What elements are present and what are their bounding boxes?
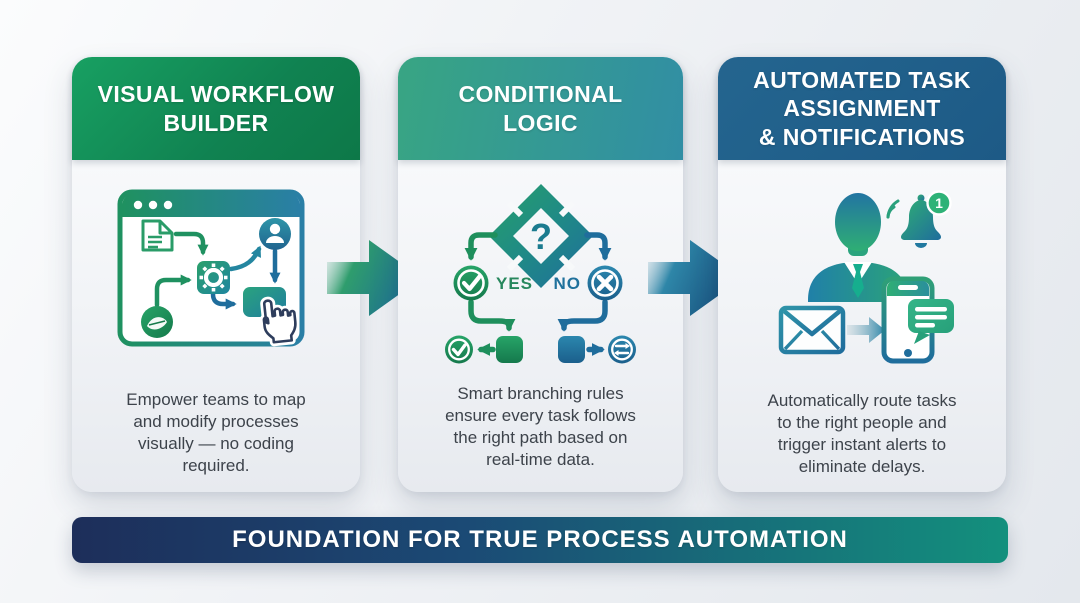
forward-arrow-icon [846, 317, 885, 343]
card2-header: CONDITIONAL LOGIC [398, 57, 683, 160]
task-node-green [495, 336, 523, 363]
card3-header: AUTOMATED TASK ASSIGNMENT & NOTIFICATION… [718, 57, 1006, 160]
card-conditional-logic: CONDITIONAL LOGIC [398, 57, 683, 492]
card3-illustration: 1 [718, 178, 1006, 383]
document-icon [141, 219, 174, 252]
card2-desc-line: ensure every task follows [445, 406, 636, 425]
footer-label: FOUNDATION FOR TRUE PROCESS AUTOMATION [232, 526, 848, 553]
decision-logic-icon: ? YES [444, 184, 636, 364]
gear-node [197, 261, 230, 294]
flow-arrow-right-1 [327, 240, 422, 316]
card3-description: Automatically route tasks to the right p… [718, 390, 1006, 478]
card3-title-line1: AUTOMATED TASK [753, 67, 971, 94]
card2-description: Smart branching rules ensure every task … [398, 383, 683, 471]
card1-desc-line: required. [182, 456, 250, 475]
chat-bubble-icon [907, 299, 954, 344]
card2-title-line2: LOGIC [503, 109, 578, 136]
user-node-icon [259, 218, 291, 250]
task-node-blue [557, 336, 585, 363]
card-automated-task-assignment: AUTOMATED TASK ASSIGNMENT & NOTIFICATION… [718, 57, 1006, 492]
card3-desc-line: to the right people and [777, 413, 947, 432]
decision-diamond-icon: ? [488, 184, 593, 288]
card1-illustration [72, 184, 360, 382]
branch-connectors [464, 232, 611, 356]
footer-banner: FOUNDATION FOR TRUE PROCESS AUTOMATION [72, 517, 1008, 563]
card2-desc-line: Smart branching rules [457, 384, 624, 403]
card1-header: VISUAL WORKFLOW BUILDER [72, 57, 360, 160]
card3-title-line3: & NOTIFICATIONS [758, 123, 966, 150]
notification-badge: 1 [925, 190, 952, 216]
card1-description: Empower teams to map and modify processe… [72, 389, 360, 477]
card3-title-line2: ASSIGNMENT [783, 95, 941, 122]
card2-illustration: ? YES [398, 171, 683, 376]
card1-desc-line: visually — no coding [138, 434, 294, 453]
yes-label: YES [496, 274, 533, 293]
workflow-builder-icon [117, 189, 305, 347]
card3-desc-line: Automatically route tasks [767, 391, 957, 410]
card1-desc-line: Empower teams to map [126, 390, 306, 409]
card1-title-line1: VISUAL WORKFLOW [97, 81, 335, 108]
envelope-icon [778, 305, 845, 355]
card2-desc-line: the right path based on [453, 428, 628, 447]
question-mark: ? [530, 216, 552, 257]
card3-desc-line: eliminate delays. [798, 457, 926, 476]
sound-waves-icon [886, 199, 899, 219]
check-circle-icon [444, 335, 473, 364]
notifications-icon: 1 [778, 190, 954, 364]
branch-node-icon [141, 306, 173, 338]
card2-desc-line: real-time data. [486, 450, 595, 469]
no-cross-circle-icon [587, 265, 622, 301]
card-visual-workflow-builder: VISUAL WORKFLOW BUILDER [72, 57, 360, 492]
yes-check-circle-icon [453, 265, 488, 301]
svg-text:1: 1 [935, 195, 943, 211]
card1-title-line2: BUILDER [163, 109, 269, 136]
card1-desc-line: and modify processes [133, 412, 299, 431]
no-label: NO [553, 274, 581, 293]
sync-circle-icon [607, 335, 636, 364]
cursor-hand-icon [259, 296, 300, 347]
flow-arrow-right-2 [648, 240, 743, 316]
connector-arrows [154, 231, 281, 310]
card3-desc-line: trigger instant alerts to [777, 435, 947, 454]
card2-title-line1: CONDITIONAL [458, 81, 623, 108]
